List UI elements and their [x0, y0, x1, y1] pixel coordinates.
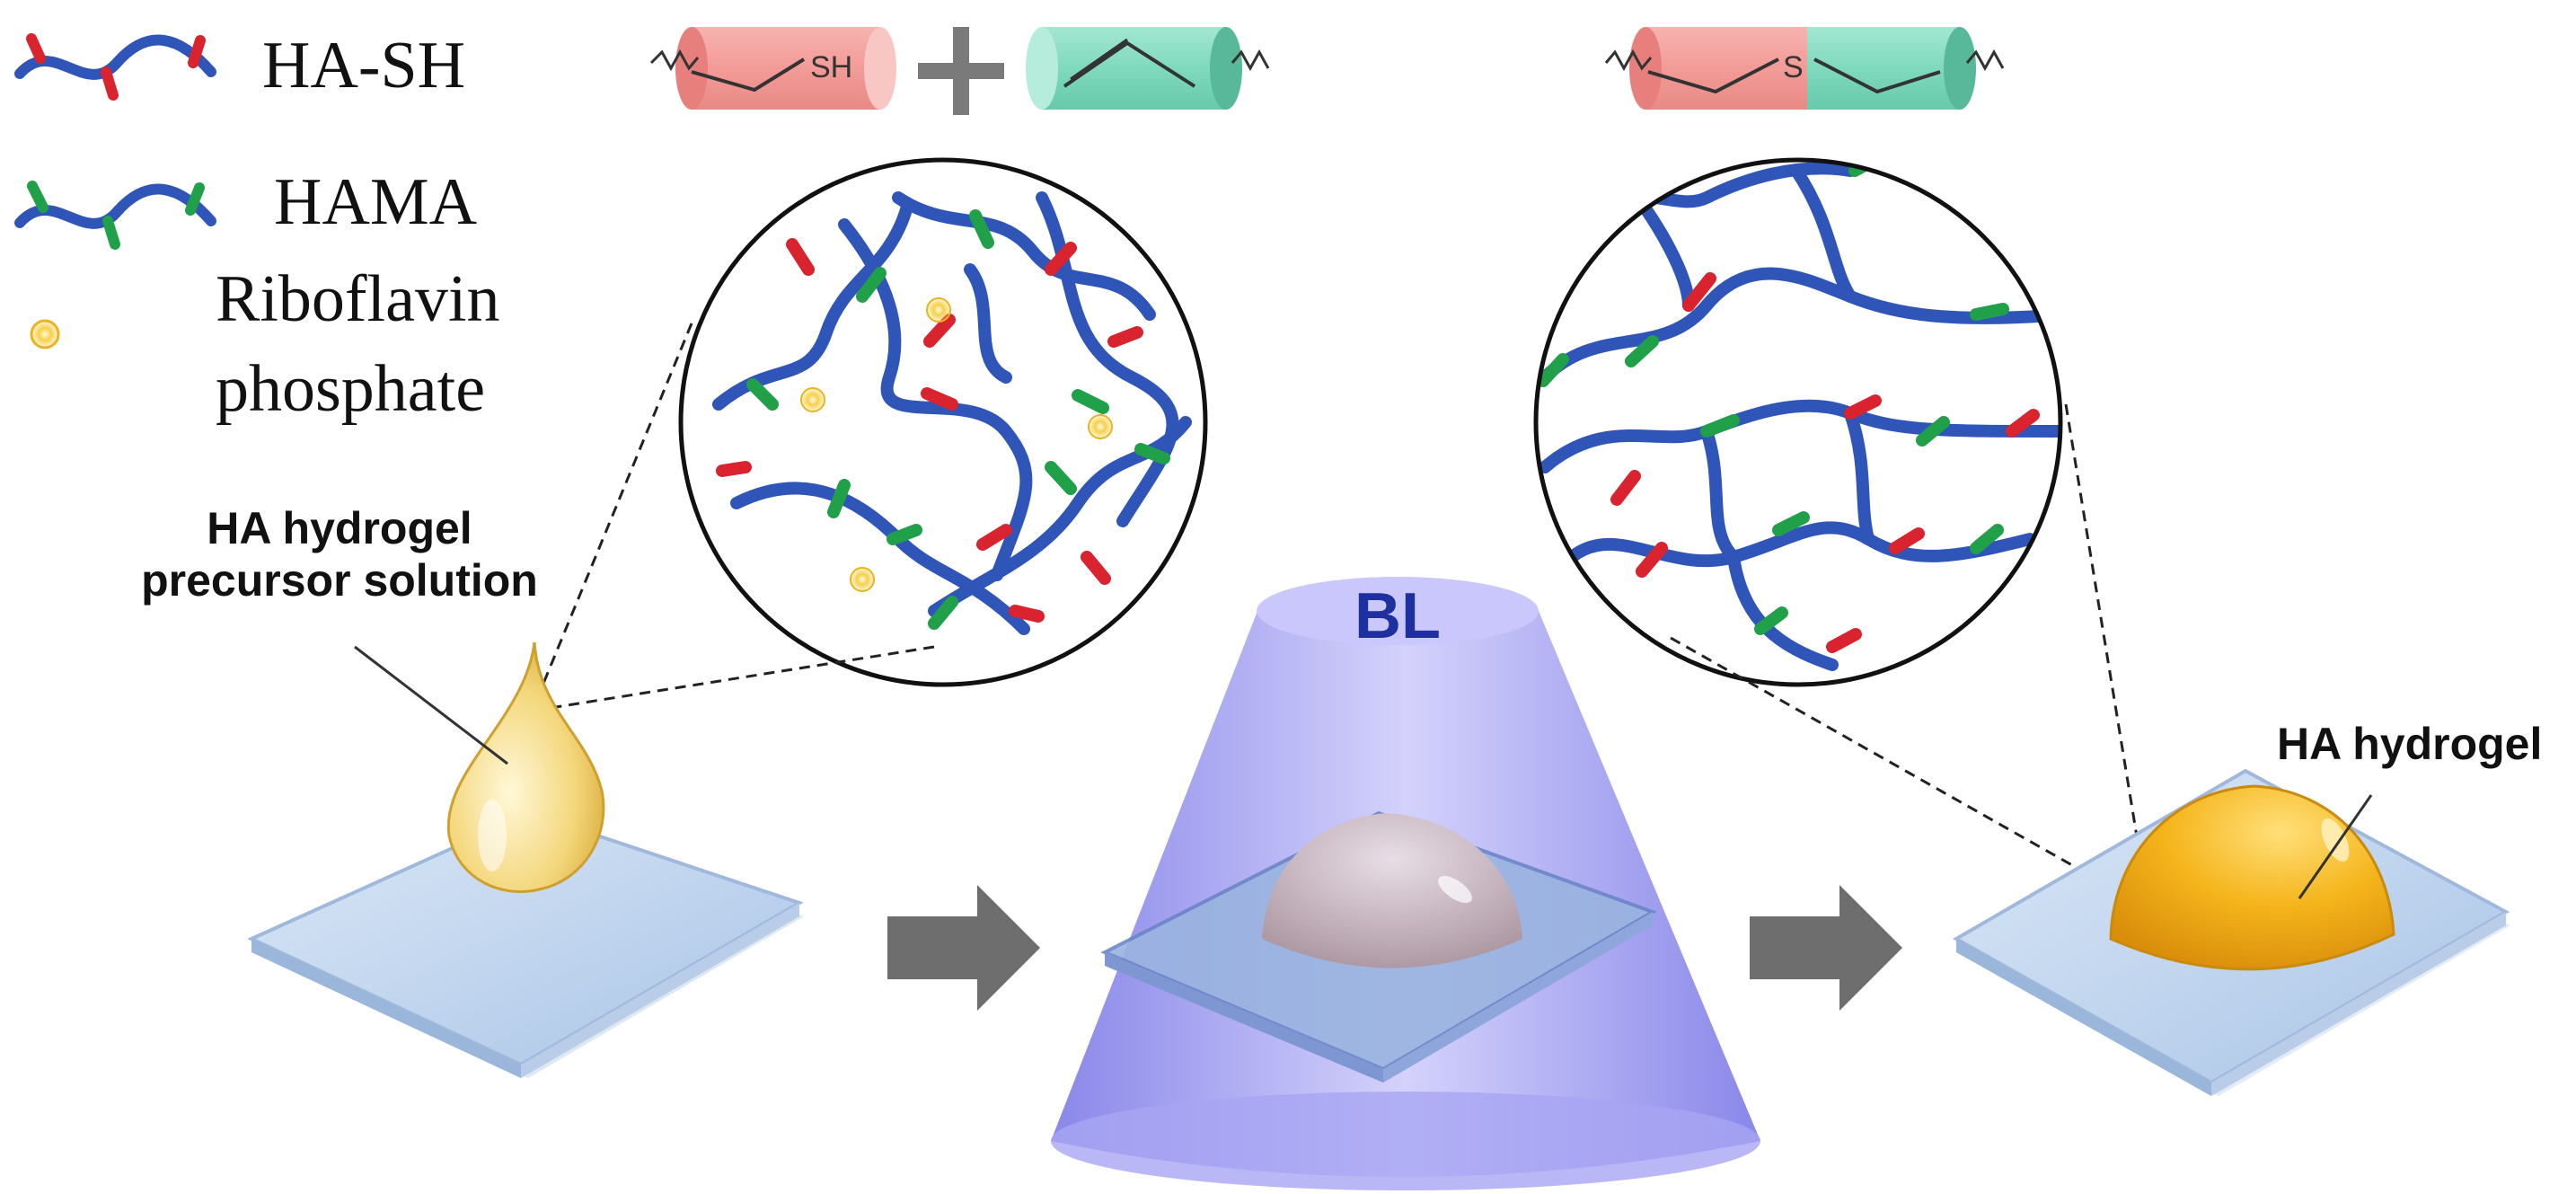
blue-light-label: BL [1354, 580, 1441, 652]
hydrogel-callout-line [2298, 794, 2373, 899]
glass-slide-1 [247, 810, 804, 1078]
arrow-1-icon [887, 885, 1040, 1011]
product-label: HA hydrogel [2277, 719, 2543, 769]
thiol-cylinder-icon [649, 27, 896, 110]
zoom-guide-lines [533, 323, 2150, 909]
precursor-callout-line [354, 645, 508, 765]
hydrogel-dome-icon [2109, 784, 2395, 971]
legend-label-phosphate: phosphate [216, 352, 486, 426]
riboflavin-dot-icon [30, 319, 60, 349]
precursor-label-line2: precursor solution [141, 554, 538, 606]
gelling-dome-icon [1262, 813, 1522, 968]
precursor-network-zoom [678, 157, 1208, 687]
hama-strand-icon [14, 181, 216, 250]
thioether-label: S [1783, 50, 1804, 84]
plus-icon [918, 27, 1004, 115]
legend-label-hama: HAMA [274, 165, 478, 239]
thiol-label: SH [810, 50, 852, 84]
legend-label-riboflavin: Riboflavin [216, 262, 500, 336]
methacrylate-cylinder-icon [1026, 27, 1270, 110]
precursor-label-line1: HA hydrogel [207, 503, 472, 553]
precursor-label: HA hydrogel precursor solution [106, 503, 573, 606]
crosslinked-network-zoom [1533, 157, 2063, 687]
thioether-cylinder-icon [1604, 27, 2005, 110]
ha-sh-strand-icon [14, 33, 216, 101]
precursor-droplet-icon [446, 641, 605, 893]
arrow-2-icon [1750, 885, 1902, 1011]
legend-label-ha-sh: HA-SH [262, 29, 466, 102]
